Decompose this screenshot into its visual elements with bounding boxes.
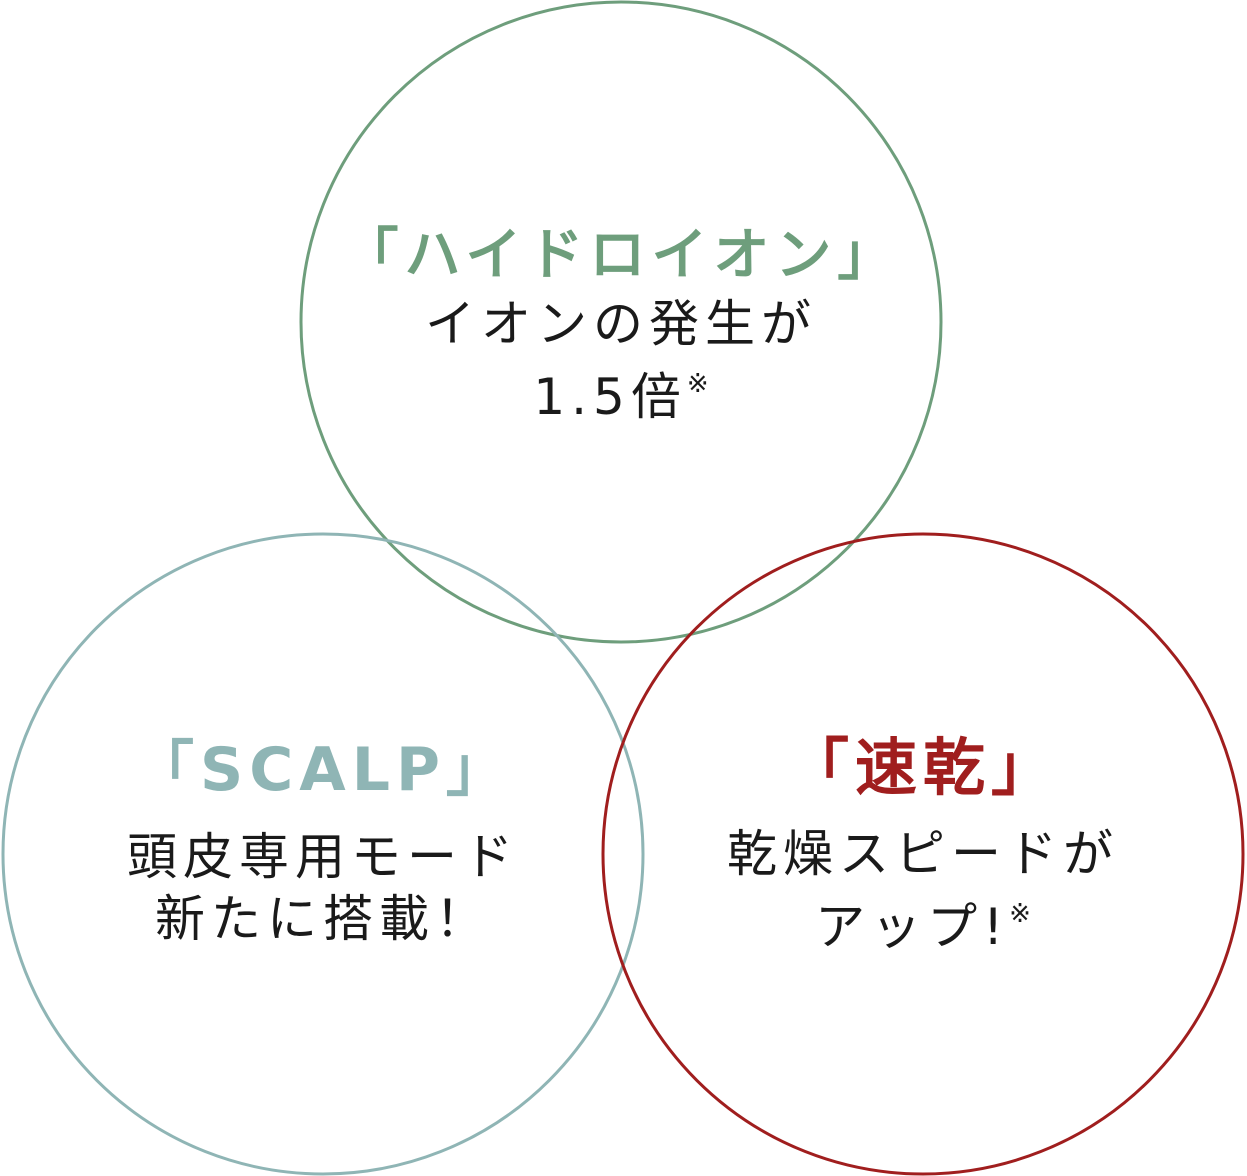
hydro-ion-line-2: 1.5倍※ xyxy=(300,354,942,427)
scalp-line-1: 頭皮専用モード xyxy=(127,828,519,886)
hydro-ion-heading: 「ハイドロイオン」 xyxy=(342,223,900,288)
hydro-ion-circle xyxy=(299,0,943,644)
quick-dry-circle xyxy=(601,532,1245,1176)
hydro-ion-value: 1.5倍 xyxy=(533,368,687,426)
scalp-feature: 「SCALP」 頭皮専用モード 新たに搭載！ xyxy=(0,728,646,950)
quick-dry-feature: 「速乾」 乾燥スピードが アップ!※ xyxy=(602,726,1244,957)
scalp-line-2: 新たに搭載！ xyxy=(155,890,491,948)
scalp-heading: 「SCALP」 xyxy=(134,735,512,805)
quick-dry-line-2: アップ!※ xyxy=(602,884,1244,957)
footnote-mark: ※ xyxy=(686,369,709,399)
scalp-circle xyxy=(1,532,645,1176)
footnote-mark: ※ xyxy=(1009,899,1031,929)
quick-dry-heading: 「速乾」 xyxy=(786,731,1059,804)
quick-dry-line-1: 乾燥スピードが xyxy=(727,825,1119,883)
quick-dry-value: アップ! xyxy=(815,898,1010,956)
hydro-ion-line-1: イオンの発生が xyxy=(425,295,817,353)
hydro-ion-feature: 「ハイドロイオン」 イオンの発生が 1.5倍※ xyxy=(300,218,942,427)
